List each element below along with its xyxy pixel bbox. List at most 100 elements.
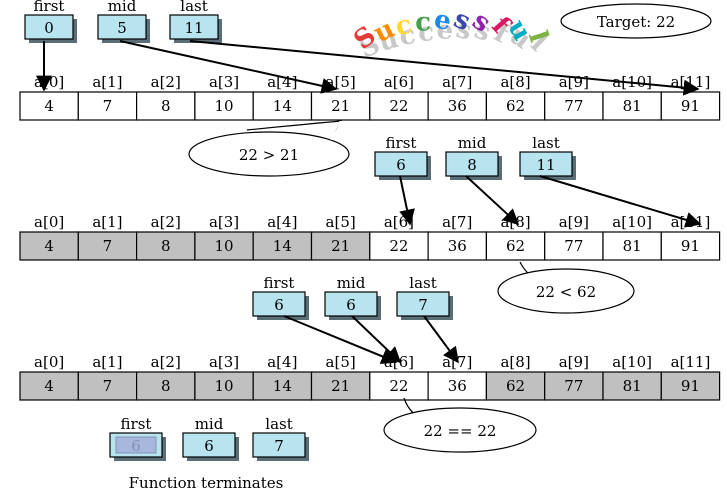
bubble-1-text: 22 > 21 [239,146,299,164]
successful-letter: e [432,4,454,37]
array-index-label: a[6] [384,73,414,91]
array-cell: 7 a[1] [77,73,138,121]
pointer-value: 7 [418,296,428,314]
array-value: 10 [215,97,234,115]
pointer-value: 6 [396,156,406,174]
array-cell-box [544,371,604,401]
successful-letter: c [415,7,432,37]
array-value: 8 [161,377,171,395]
array-index-label: a[2] [151,213,181,231]
array-value: 62 [506,377,525,395]
array-index-label: a[8] [500,353,530,371]
array-index-label: a[3] [209,213,239,231]
array-index-label: a[2] [151,353,181,371]
mid-arrow [119,40,338,94]
array-value: 77 [564,97,583,115]
array-index-label: a[4] [267,213,297,231]
pointer-label: last [409,274,436,292]
array-cell: 8 a[2] [136,213,196,261]
array-index-label: a[1] [92,73,122,91]
array-cell: 21a[5] [310,73,371,121]
pointer-label: last [265,415,292,433]
successful-shadow-letter: c [418,17,434,47]
pointer-value: 6 [131,437,141,455]
array-cell-box [252,371,313,401]
last-arrow [423,315,459,364]
array-value: 8 [161,97,171,115]
array-row: 4a[0]7a[1]8a[2]10a[3]14a[4]21a[5]22a[6]3… [19,353,721,401]
array-value: 10 [215,237,234,255]
first-arrow [399,175,415,226]
pointer-label: mid [108,0,137,15]
pointer-value: 11 [536,156,555,174]
pointer-mid: mid 5 [97,0,150,43]
array-index-label: a[10] [612,353,652,371]
pointer-label: first [264,274,295,292]
array-cell: 7a[1] [77,353,138,401]
array-cell: 4a[0] [19,353,79,401]
array-cell: 36a[7] [427,353,488,401]
array-row: 4a[0]7a[1]8a[2]10a[3]14a[4]21a[5]22a[6]3… [19,213,721,261]
array-index-label: a[10] [612,213,652,231]
mid-arrow [465,175,520,226]
array-cell: 77a[9] [544,353,604,401]
array-value: 81 [623,97,642,115]
array-cell: 91a[11] [660,213,721,261]
array-value: 36 [448,97,467,115]
array-value: 22 [389,377,408,395]
pointer-label: first [386,134,417,152]
array-value: 77 [564,377,583,395]
array-index-label: a[5] [326,213,356,231]
array-cell: 81a[10] [602,213,662,261]
array-value: 8 [161,237,171,255]
pointer-value: 5 [117,19,127,37]
array-cell-box [194,231,254,261]
array-cell-box [369,371,429,401]
last-arrow [189,40,700,96]
pointer-box [252,291,306,317]
array-cell-box [485,371,546,401]
pointer-last: last 7 [396,274,453,320]
array-cell-box [136,371,196,401]
array-cell-box [252,231,313,261]
array-cell-box [194,371,254,401]
array-value: 81 [623,377,642,395]
array-value: 21 [331,237,350,255]
array-value: 77 [564,237,583,255]
array-cell: 10a[3] [194,353,254,401]
pointer-box [396,291,450,317]
array-value: 22 [389,97,408,115]
array-cell-box [660,371,721,401]
array-cell: 22 a[6] [369,73,429,121]
array-cell: 62 a[8] [485,353,546,401]
array-value: 7 [103,237,113,255]
array-value: 91 [681,97,700,115]
comparison-bubble-3: 22 == 22 [383,397,537,453]
array-index-label: a[3] [209,353,239,371]
array-cell-box [602,371,662,401]
pointer-value: 7 [274,437,284,455]
pointer-value: 6 [274,296,284,314]
pointer-label: last [532,134,559,152]
array-cell-box [369,91,429,121]
array-index-label: a[5] [326,353,356,371]
pointer-label: first [121,415,152,433]
pointer-inner-highlight [115,436,157,454]
array-value: 36 [448,377,467,395]
array-index-label: a[3] [209,73,239,91]
pointer-label: last [180,0,207,15]
array-cell: 91a[11] [660,353,721,401]
array-cell-box [77,371,138,401]
pointer-box [519,151,573,177]
target-label: Target: 22 [597,13,675,31]
pointer-label: mid [458,134,487,152]
array-value: 7 [103,97,113,115]
